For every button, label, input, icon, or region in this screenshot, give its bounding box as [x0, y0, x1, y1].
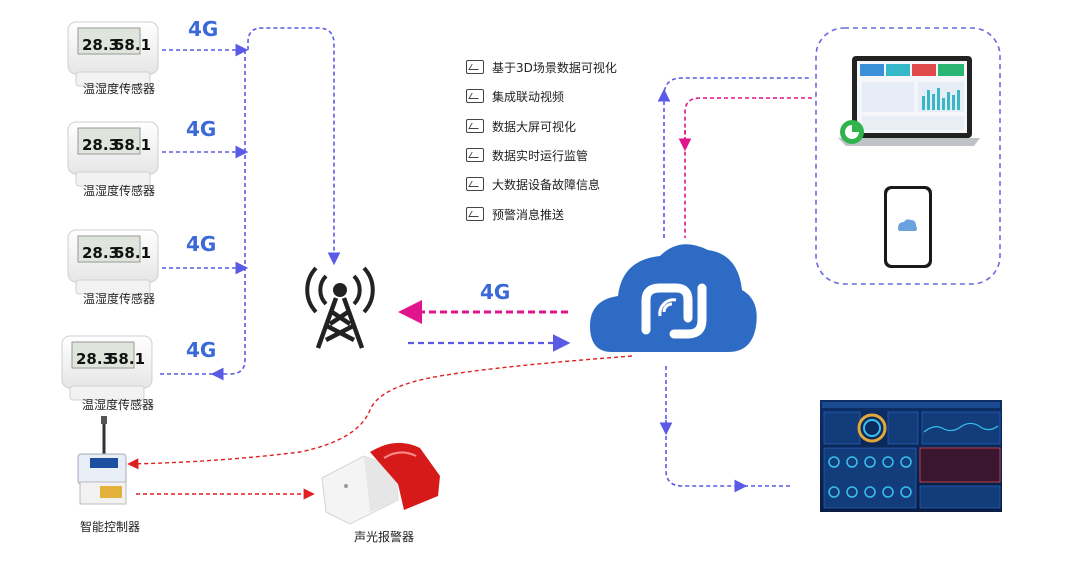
sensor-label: 温湿度传感器 — [83, 292, 156, 306]
sensor-temp: 28.3 — [82, 36, 119, 54]
sensor-3: 28.3 58.1 — [67, 229, 159, 295]
feature-item: 基于3D场景数据可视化 — [466, 57, 617, 77]
sensor-4: 28.3 58.1 — [61, 335, 153, 401]
network-4g-label: 4G — [188, 17, 219, 41]
monitor-chart-icon — [466, 177, 484, 191]
feature-label: 数据大屏可视化 — [492, 119, 577, 134]
network-4g-label: 4G — [186, 117, 217, 141]
monitor-chart-icon — [466, 119, 484, 133]
feature-label: 集成联动视频 — [492, 89, 565, 104]
monitor-screen — [820, 400, 1002, 512]
cloud-to-controller-link — [127, 355, 633, 470]
feature-label: 大数据设备故障信息 — [492, 177, 601, 192]
feature-label: 基于3D场景数据可视化 — [492, 60, 617, 75]
tower-link-4g-label: 4G — [480, 280, 511, 304]
sensor-hum: 58.1 — [114, 36, 151, 54]
sensor-1: 28.3 58.1 — [67, 21, 159, 87]
sensor-temp: 28.3 — [82, 136, 119, 154]
monitor-chart-icon — [466, 148, 484, 162]
feature-item: 大数据设备故障信息 — [466, 174, 600, 194]
feature-label: 预警消息推送 — [492, 207, 565, 222]
laptop-dashboard — [838, 56, 980, 146]
network-4g-label: 4G — [186, 338, 217, 362]
sensor-hum: 58.1 — [114, 136, 151, 154]
smartphone — [884, 186, 932, 268]
feature-item: 集成联动视频 — [466, 86, 564, 106]
sensor-label: 温湿度传感器 — [83, 82, 156, 96]
alarm-siren — [321, 442, 440, 525]
controller-label: 智能控制器 — [80, 520, 141, 534]
sensor-label: 温湿度传感器 — [82, 398, 155, 412]
sensor-hum: 58.1 — [114, 244, 151, 262]
feature-item: 数据大屏可视化 — [466, 116, 576, 136]
cloud-platform-icon — [590, 244, 757, 352]
sensor-hum: 58.1 — [108, 350, 145, 368]
feature-item: 数据实时运行监管 — [466, 145, 588, 165]
sensor-temp: 28.3 — [76, 350, 113, 368]
sensor-links — [160, 27, 341, 381]
sensor-label: 温湿度传感器 — [83, 184, 156, 198]
cloud-client-links — [657, 77, 812, 493]
feature-label: 数据实时运行监管 — [492, 148, 589, 163]
feature-item: 预警消息推送 — [466, 204, 564, 224]
network-4g-label: 4G — [186, 232, 217, 256]
monitor-chart-icon — [466, 60, 484, 74]
sensor-2: 28.3 58.1 — [67, 121, 159, 187]
monitor-chart-icon — [466, 207, 484, 221]
monitor-chart-icon — [466, 89, 484, 103]
cell-tower-icon — [305, 266, 375, 349]
sensor-temp: 28.3 — [82, 244, 119, 262]
smart-controller — [77, 416, 127, 505]
client-group-box — [815, 27, 1001, 285]
alarm-label: 声光报警器 — [354, 530, 415, 544]
